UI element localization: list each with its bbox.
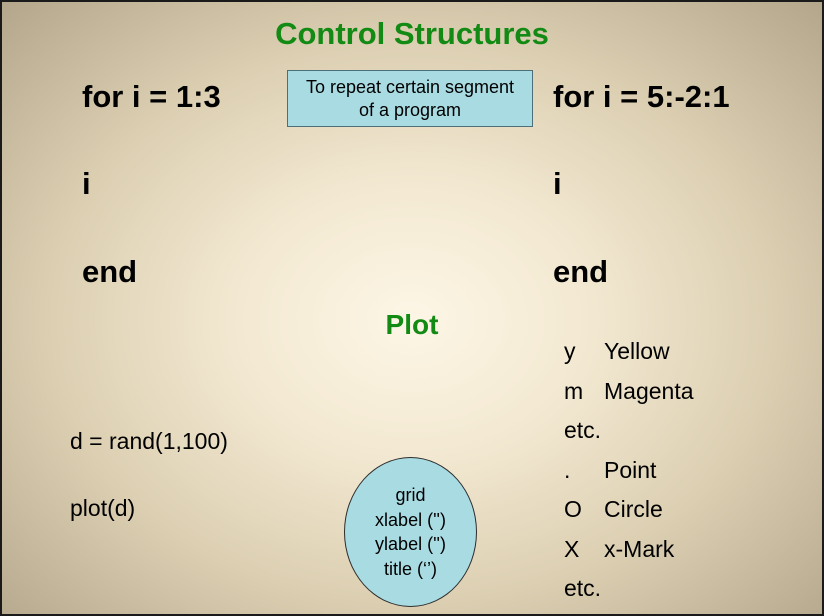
legend-row: etc. [564,411,694,451]
oval-command: ylabel ('') [375,534,446,554]
callout-line-1: To repeat certain segment [305,77,515,97]
loop-description-callout: To repeat certain segment of a program [287,70,533,127]
slide-title: Control Structures [275,16,549,51]
legend-row: . Point [564,451,694,491]
legend-row: X x-Mark [564,530,694,570]
callout-line-2: of a program [358,100,462,120]
legend-label: etc. [564,575,602,602]
legend-key: X [564,535,580,562]
left-loop-body: i [82,166,91,201]
left-loop-header: for i = 1:3 [82,79,221,114]
legend-label: etc. [564,417,602,444]
plot-code-line-1: d = rand(1,100) [70,428,228,454]
legend-row: m Magenta [564,372,694,412]
right-loop-header: for i = 5:-2:1 [553,79,730,114]
legend-label: Magenta [604,377,694,404]
plot-code-line-2: plot(d) [70,495,136,521]
legend-key: . [564,456,571,483]
plot-commands-oval: grid xlabel ('') ylabel ('') title (‘’) [344,457,477,607]
legend-label: Point [604,456,657,483]
legend-row: O Circle [564,490,694,530]
line-style-legend: y Yellow m Magenta etc. . Point O Circle… [564,332,694,609]
oval-command: grid [395,485,426,505]
legend-label: x-Mark [604,535,675,562]
left-loop-end: end [82,254,138,289]
legend-label: Circle [604,496,663,523]
legend-row: y Yellow [564,332,694,372]
oval-command: title (‘’) [384,558,437,579]
right-loop-end: end [553,254,609,289]
plot-heading: Plot [385,309,439,340]
legend-key: m [564,377,584,404]
right-loop-body: i [553,166,562,201]
legend-key: y [564,338,576,365]
legend-row: etc. [564,569,694,609]
oval-command: xlabel ('') [375,509,446,530]
legend-key: O [564,496,582,523]
legend-label: Yellow [604,338,670,365]
